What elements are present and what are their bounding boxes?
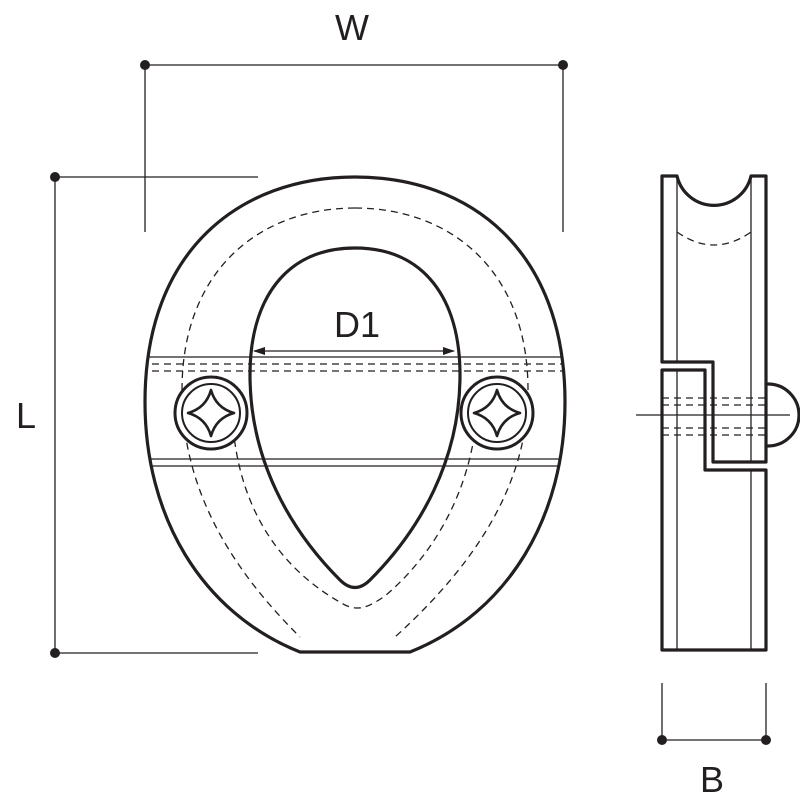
groove-inner-hidden-line [231, 389, 479, 609]
b-dimension: B [657, 683, 771, 800]
l-dimension: L [16, 172, 258, 658]
front-view: D1 [143, 175, 567, 654]
d1-dimension: D1 [253, 304, 455, 355]
inner-opening-outline [248, 246, 462, 590]
body-split-lines [145, 356, 565, 467]
w-dimension: W [140, 7, 568, 232]
side-view [636, 174, 800, 652]
b-label: B [700, 759, 724, 800]
left-screw [173, 375, 249, 451]
side-screw-head [766, 382, 800, 448]
w-label: W [335, 7, 369, 48]
side-upper-half [660, 174, 768, 464]
thimble-outer-outline [143, 175, 567, 654]
l-label: L [16, 395, 36, 436]
d1-label: D1 [334, 304, 380, 345]
phillips-cross-icon [472, 388, 522, 438]
phillips-cross-icon [186, 388, 236, 438]
side-lower-half [660, 368, 768, 652]
right-screw [459, 375, 535, 451]
